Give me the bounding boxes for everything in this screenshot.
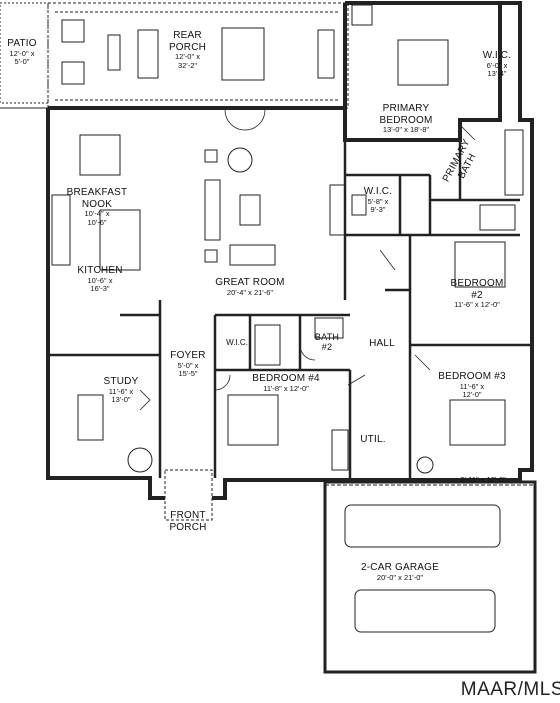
- garage-dims: 20'-0" x 21'-0": [376, 572, 424, 582]
- foyer-label: FOYER 5'-0" x 15'-5": [166, 350, 210, 379]
- patio-dims-2: 5'-0": [14, 57, 30, 67]
- foyer-dims-1: 5'-0" x: [177, 360, 199, 370]
- kitchen-dims-2: 16'-3": [90, 284, 110, 294]
- garage-name: 2-CAR GARAGE: [361, 562, 439, 573]
- garage-walls: [323, 480, 537, 674]
- wic-small-name: W.I.C.: [226, 338, 248, 347]
- hall-name: HALL: [369, 338, 395, 349]
- breakfast-nook-label: BREAKFAST NOOK 10'-4" x 10'-6": [62, 187, 132, 227]
- foyer-dims-2: 15'-5": [178, 369, 198, 379]
- rear-porch-dims-1: 12'-0" x: [175, 52, 200, 61]
- garage-car-bottom: [354, 589, 496, 633]
- util-label: UTIL.: [356, 434, 390, 446]
- study-desk: [77, 394, 104, 441]
- bedroom4-label: BEDROOM #4 11'-8" x 12'-0": [246, 373, 326, 393]
- rear-porch-name-1: REAR: [173, 30, 202, 41]
- furniture: [51, 4, 524, 633]
- front-porch-name-1: FRONT: [170, 510, 206, 521]
- bedroom3-dims-2: 12'-0": [462, 390, 482, 400]
- garage-car-top: [344, 504, 501, 548]
- util-name: UTIL.: [360, 434, 386, 445]
- patio-name: PATIO: [7, 38, 37, 49]
- hall-label: HALL: [364, 338, 400, 350]
- bedroom4-name: BEDROOM #4: [252, 373, 320, 384]
- primary-bed: [397, 39, 449, 86]
- study-name: STUDY: [103, 376, 139, 387]
- kitchen-name: KITCHEN: [77, 265, 123, 276]
- wic-primary-dims-2: 13'-4": [487, 69, 507, 79]
- breakfast-table: [79, 134, 121, 176]
- wic-center-dims-1: 5'-8" x: [367, 196, 389, 206]
- primary-bedroom-dims: 13'-0" x 18'-8": [382, 125, 430, 134]
- bedroom2-bed: [454, 241, 506, 288]
- great-room-label: GREAT ROOM 20'-4" x 21'-6": [205, 277, 295, 297]
- bedroom4-bed: [227, 394, 279, 446]
- watermark: MAAR/MLS: [460, 679, 560, 700]
- wic-center-name: W.I.C.: [363, 186, 393, 197]
- breakfast-nook-name-2: NOOK: [81, 198, 113, 210]
- bedroom3-label: BEDROOM #3 11'-6" x 12'-0": [432, 371, 512, 400]
- storage-dims: 2'-11" x 12'-0": [460, 475, 506, 484]
- wic-primary-label: W.I.C. 6'-0" x 13'-4": [476, 50, 518, 79]
- rear-porch-name-2: PORCH: [168, 41, 207, 53]
- interior-walls: [48, 140, 532, 480]
- great-room-dims: 20'-4" x 21'-6": [226, 287, 274, 297]
- rear-porch-dims-2: 32'-2": [177, 60, 198, 70]
- wic-center-dims-2: 9'-3": [370, 205, 386, 215]
- garage-label: 2-CAR GARAGE 20'-0" x 21'-0": [350, 562, 450, 582]
- bedroom2-number: #2: [471, 289, 483, 301]
- primary-bedroom-name-1: PRIMARY: [382, 103, 430, 114]
- wic-primary-name: W.I.C.: [482, 50, 512, 61]
- front-porch-label: FRONT PORCH: [160, 510, 216, 533]
- patio-dims-1: 12'-0" x: [9, 48, 35, 58]
- exterior-walls: [46, 1, 534, 500]
- breakfast-nook-dims-1: 10'-4" x: [84, 209, 110, 218]
- breakfast-nook-dims-2: 10'-6": [87, 217, 107, 227]
- bedroom2-dims: 11'-6" x 12'-0": [454, 300, 500, 309]
- bath2-label: BATH #2: [312, 332, 342, 353]
- bedroom3-bed: [449, 399, 506, 446]
- primary-bedroom-label: PRIMARY BEDROOM 13'-0" x 18'-8": [366, 103, 446, 135]
- wic-small-label: W.I.C.: [222, 338, 252, 347]
- wic-center-label: W.I.C. 5'-8" x 9'-3": [362, 186, 394, 215]
- study-label: STUDY 11'-6" x 13'-0": [96, 376, 146, 405]
- great-room-name: GREAT ROOM: [215, 277, 285, 288]
- bedroom2-label: BEDROOM #2 11'-6" x 12'-0": [442, 278, 512, 310]
- storage-label: 2'-11" x 12'-0": [438, 475, 528, 485]
- bedroom3-dims-1: 11'-6" x: [459, 381, 485, 391]
- patio-label: PATIO 12'-0" x 5'-0": [2, 38, 42, 67]
- door-swings: [139, 109, 476, 411]
- bath2-number: #2: [321, 342, 333, 353]
- foyer-name: FOYER: [170, 350, 206, 361]
- wic-primary-dims-1: 6'-0" x: [486, 60, 508, 70]
- breakfast-nook-name-1: BREAKFAST: [66, 187, 128, 198]
- primary-bedroom-name-2: BEDROOM: [379, 114, 433, 126]
- kitchen-label: KITCHEN 10'-6" x 16'-3": [72, 265, 128, 294]
- bath2-name: BATH: [314, 332, 340, 342]
- study-dims-1: 11'-6" x: [108, 386, 134, 396]
- front-porch-name-2: PORCH: [169, 521, 207, 533]
- kitchen-island: [99, 209, 141, 271]
- bedroom4-dims: 11'-8" x 12'-0": [263, 383, 309, 393]
- rear-porch-label: REAR PORCH 12'-0" x 32'-2": [160, 30, 215, 70]
- study-dims-2: 13'-0": [111, 395, 131, 405]
- bedroom2-name: BEDROOM: [450, 278, 504, 289]
- patio-outline: [0, 2, 49, 104]
- kitchen-dims-1: 10'-6" x: [87, 275, 113, 285]
- bedroom3-name: BEDROOM #3: [438, 371, 506, 382]
